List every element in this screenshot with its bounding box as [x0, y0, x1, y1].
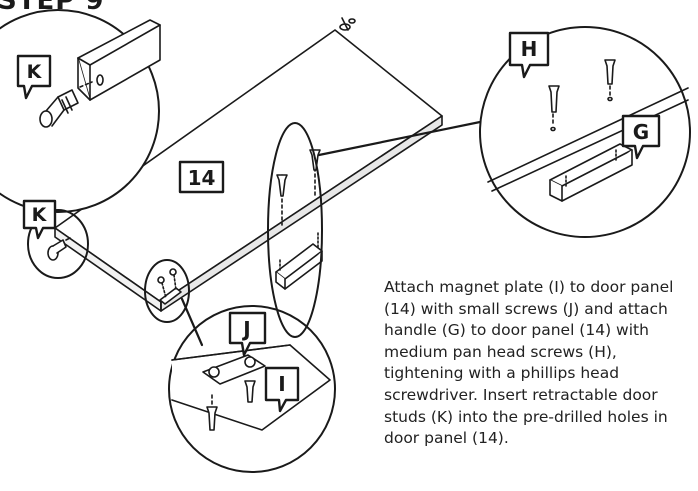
svg-text:K: K	[32, 204, 48, 226]
highlight-stud-area	[27, 209, 89, 279]
svg-text:I: I	[278, 372, 285, 396]
callout-k-side: K	[22, 199, 57, 240]
svg-text:H: H	[521, 37, 538, 61]
callout-h: H	[508, 31, 550, 79]
handle-on-panel	[275, 232, 323, 290]
callout-j: J	[228, 311, 267, 357]
callout-i: I	[264, 366, 300, 413]
svg-text:J: J	[241, 317, 250, 341]
detail-magnet-plate	[168, 305, 336, 473]
svg-text:14: 14	[188, 166, 216, 190]
panel-label: 14	[178, 160, 225, 194]
door-stud-corner	[339, 17, 356, 31]
instructions-text: Attach magnet plate (I) to door panel (1…	[384, 278, 674, 448]
door-panel	[54, 29, 443, 312]
callout-g: G	[621, 114, 661, 160]
svg-text:K: K	[27, 61, 43, 83]
magnet-plate-on-panel	[157, 268, 182, 305]
callout-k-top: K	[16, 54, 52, 100]
door-stud-side	[47, 237, 71, 261]
highlight-handle-area	[267, 122, 323, 338]
svg-text:G: G	[633, 120, 649, 144]
detail-handle	[479, 26, 691, 238]
highlight-plate-area	[144, 259, 190, 323]
